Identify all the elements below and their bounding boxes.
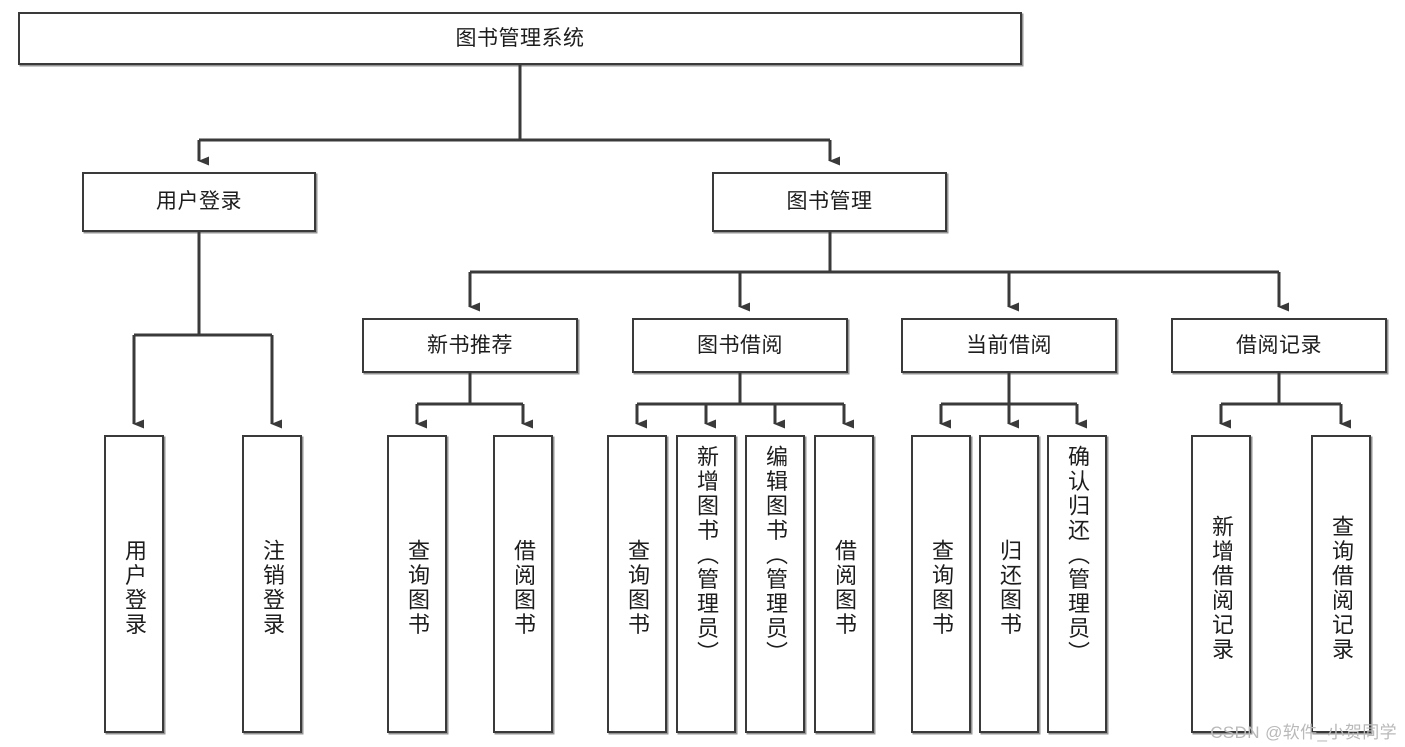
node-leaf-borrow-book-recommend[interactable]: 借阅图书 [493, 435, 553, 733]
watermark-text: CSDN @软件_小贺同学 [1210, 723, 1397, 742]
node-leaf-confirm-return-admin[interactable]: 确认归还（管理员） [1047, 435, 1107, 733]
node-label: 查询图书 [625, 539, 650, 637]
node-label: 查询图书 [929, 539, 954, 637]
node-leaf-query-book-borrow[interactable]: 查询图书 [607, 435, 667, 733]
node-new-book-recommend[interactable]: 新书推荐 [362, 318, 578, 373]
node-label: 图书管理 [786, 190, 873, 214]
node-leaf-edit-book-admin[interactable]: 编辑图书（管理员） [745, 435, 805, 733]
node-book-management[interactable]: 图书管理 [712, 172, 947, 232]
node-label: 当前借阅 [966, 333, 1052, 357]
node-label: 注销登录 [260, 539, 285, 637]
node-label: 借阅图书 [511, 539, 536, 637]
node-borrow-record[interactable]: 借阅记录 [1171, 318, 1387, 373]
node-label: 用户登录 [122, 539, 147, 637]
node-current-borrow[interactable]: 当前借阅 [901, 318, 1117, 373]
node-leaf-query-book-current[interactable]: 查询图书 [911, 435, 971, 733]
node-leaf-lend-book[interactable]: 借阅图书 [814, 435, 874, 733]
node-label: 用户登录 [156, 190, 242, 214]
node-label: 新增图书（管理员） [694, 445, 719, 666]
node-label: 编辑图书（管理员） [763, 445, 788, 666]
node-label: 图书管理系统 [455, 26, 585, 50]
node-root-book-management-system[interactable]: 图书管理系统 [18, 12, 1022, 65]
node-label: 借阅图书 [832, 539, 857, 637]
node-label: 图书借阅 [697, 333, 783, 357]
node-label: 新增借阅记录 [1209, 514, 1234, 662]
node-label: 借阅记录 [1236, 333, 1322, 357]
node-label: 确认归还（管理员） [1065, 445, 1090, 666]
node-leaf-query-borrow-record[interactable]: 查询借阅记录 [1311, 435, 1371, 733]
node-book-borrow[interactable]: 图书借阅 [632, 318, 848, 373]
node-user-login[interactable]: 用户登录 [82, 172, 316, 232]
node-leaf-query-book-recommend[interactable]: 查询图书 [387, 435, 447, 733]
node-label: 查询借阅记录 [1329, 514, 1354, 662]
node-leaf-user-login[interactable]: 用户登录 [104, 435, 164, 733]
node-leaf-logout[interactable]: 注销登录 [242, 435, 302, 733]
node-leaf-add-book-admin[interactable]: 新增图书（管理员） [676, 435, 736, 733]
node-label: 查询图书 [405, 539, 430, 637]
node-leaf-return-book[interactable]: 归还图书 [979, 435, 1039, 733]
node-leaf-add-borrow-record[interactable]: 新增借阅记录 [1191, 435, 1251, 733]
node-label: 新书推荐 [427, 333, 513, 357]
node-label: 归还图书 [997, 539, 1022, 637]
